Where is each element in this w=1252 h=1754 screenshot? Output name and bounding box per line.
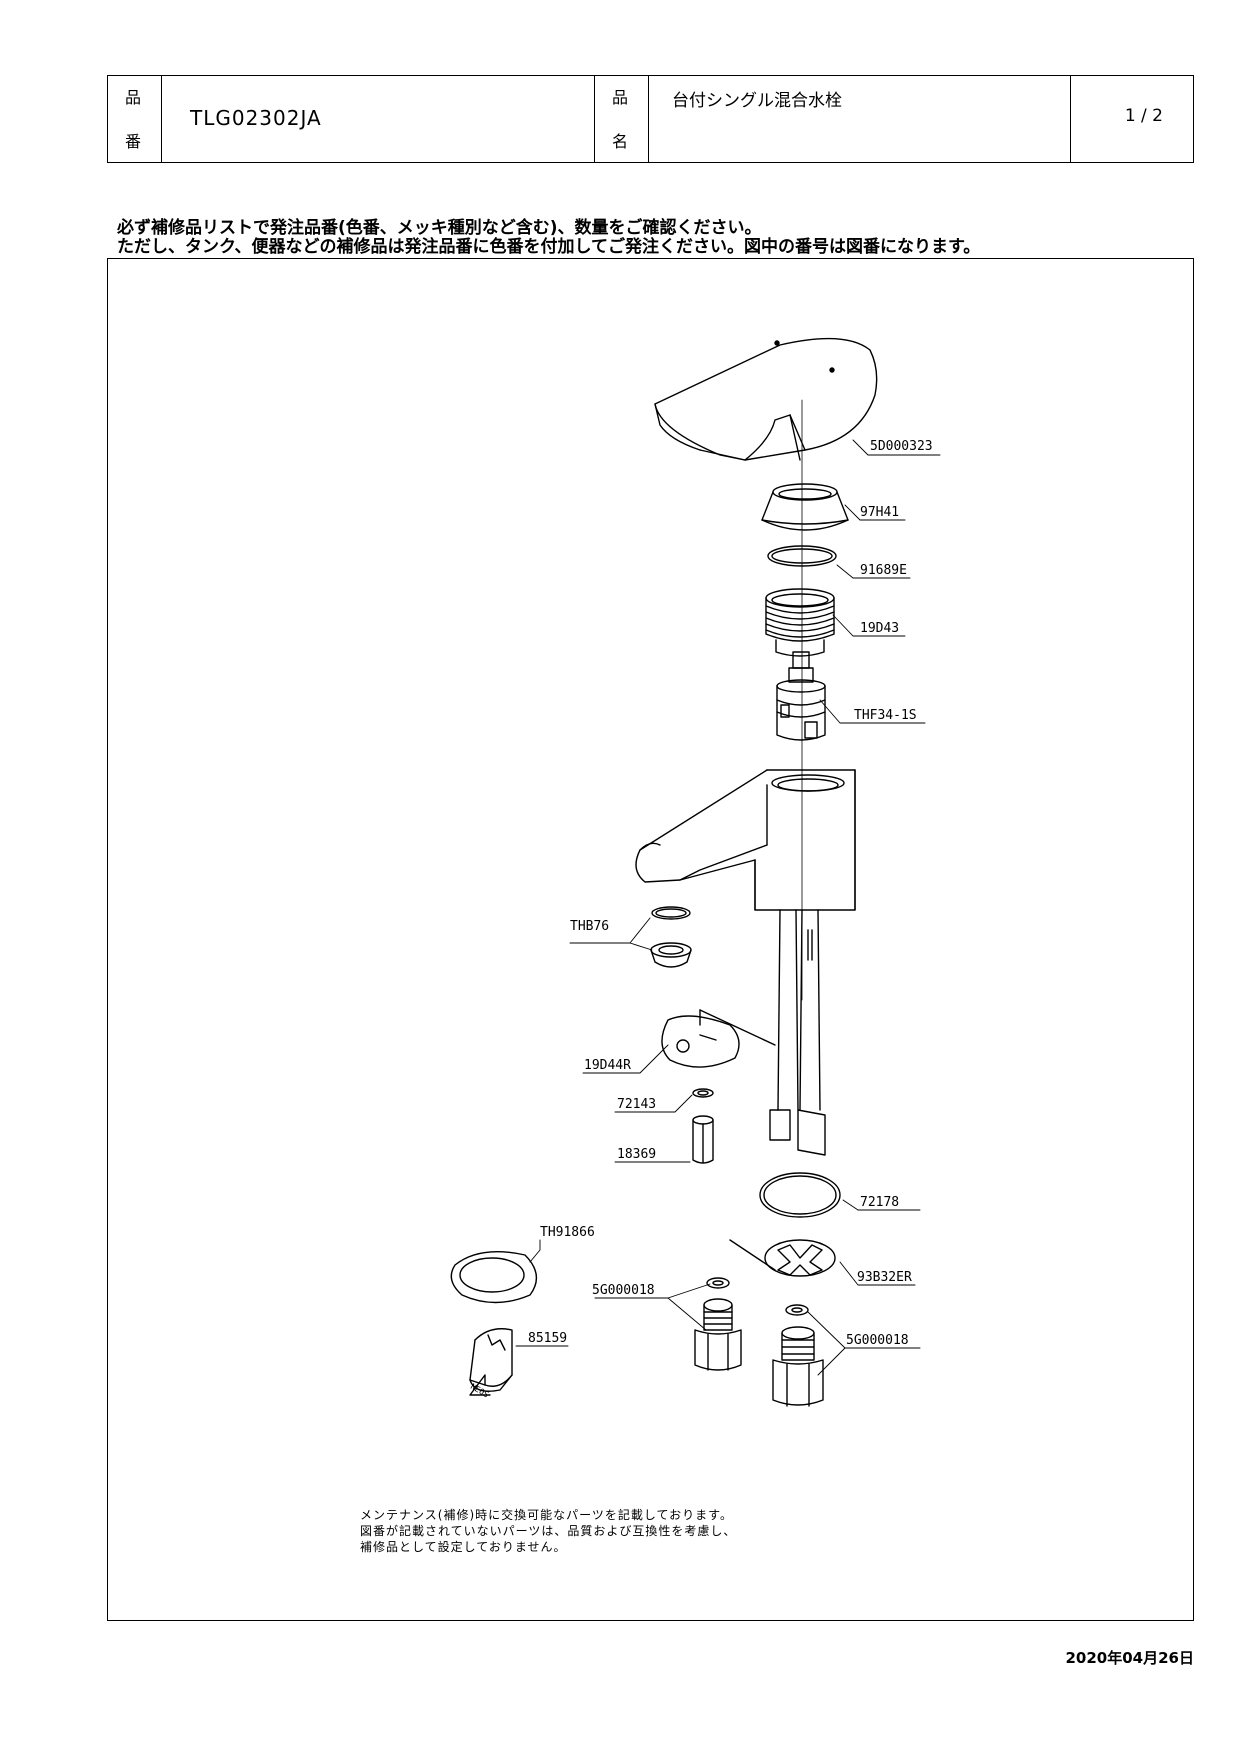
- label-5D000323: 5D000323: [870, 439, 933, 454]
- wrench-brand-text: NEOS: [469, 1382, 490, 1400]
- label-91689E: 91689E: [860, 563, 907, 578]
- large-o-ring-part: [759, 1172, 841, 1218]
- threaded-sleeve-part: [765, 588, 835, 657]
- label-18369: 18369: [617, 1147, 656, 1162]
- header-table: 品 番 TLG02302JA 品 名 台付シングル混合水栓 1 / 2: [107, 75, 1194, 163]
- product-name-cell: [649, 76, 1071, 162]
- hinmei-label-2: 名: [612, 132, 629, 151]
- label-97H41: 97H41: [860, 505, 899, 520]
- label-72178: 72178: [860, 1195, 899, 1210]
- instruction-line-1: 必ず補修品リストで発注品番(色番、メッキ種別など含む)、数量をご確認ください。: [117, 218, 762, 238]
- hinmei-label-cell: 品 名: [595, 76, 649, 162]
- label-72143: 72143: [617, 1097, 656, 1112]
- part-labels: 5D000323 97H41 91689E 19D43 THF34-1S THB…: [528, 439, 933, 1348]
- fixing-plate-part: [661, 1009, 776, 1068]
- wrench-tool-part: NEOS: [469, 1328, 513, 1400]
- model-number: TLG02302JA: [190, 106, 322, 130]
- label-TH91866: TH91866: [540, 1225, 595, 1240]
- footer-note-line-3: 補修品として設定しておりません。: [360, 1540, 567, 1554]
- drawing-frame: [107, 258, 1194, 1621]
- label-19D44R: 19D44R: [584, 1058, 631, 1073]
- o-ring-part: [767, 545, 837, 567]
- connector-left-part: [694, 1277, 742, 1371]
- leader-lines: [515, 439, 941, 1376]
- label-5G000018-right: 5G000018: [846, 1333, 909, 1348]
- label-THF34-1S: THF34-1S: [854, 708, 917, 723]
- long-nut-part: [692, 1115, 714, 1164]
- footer-note-line-2: 図番が記載されていないパーツは、品質および互換性を考慮し、: [360, 1524, 737, 1538]
- hinban-label-2: 番: [125, 132, 142, 151]
- gasket-part: [450, 1250, 538, 1304]
- label-5G000018-left: 5G000018: [592, 1283, 655, 1298]
- hinban-label-1: 品: [125, 88, 142, 107]
- label-THB76: THB76: [570, 919, 609, 934]
- faucet-body-part: [635, 769, 856, 1156]
- hinban-label-cell: 品 番: [108, 76, 162, 162]
- page-number: 1 / 2: [1124, 106, 1163, 126]
- label-19D43: 19D43: [860, 621, 899, 636]
- small-washer-part: [692, 1088, 714, 1098]
- instruction-line-2: ただし、タンク、便器などの補修品は発注品番に色番を付加してご発注ください。図中の…: [117, 237, 981, 257]
- product-name: 台付シングル混合水栓: [672, 91, 842, 111]
- label-85159: 85159: [528, 1331, 567, 1346]
- base-plate-part: [729, 1239, 836, 1277]
- cartridge-part: [776, 651, 826, 741]
- aerator-part: [650, 906, 692, 968]
- hinmei-label-1: 品: [612, 88, 629, 107]
- issue-date: 2020年04月26日: [1065, 1649, 1195, 1667]
- footer-note-line-1: メンテナンス(補修)時に交換可能なパーツを記載しております。: [360, 1508, 733, 1522]
- lever-handle-part: [654, 337, 878, 461]
- connector-right-part: [772, 1304, 824, 1407]
- cover-nut-part: [761, 483, 849, 531]
- label-93B32ER: 93B32ER: [857, 1270, 912, 1285]
